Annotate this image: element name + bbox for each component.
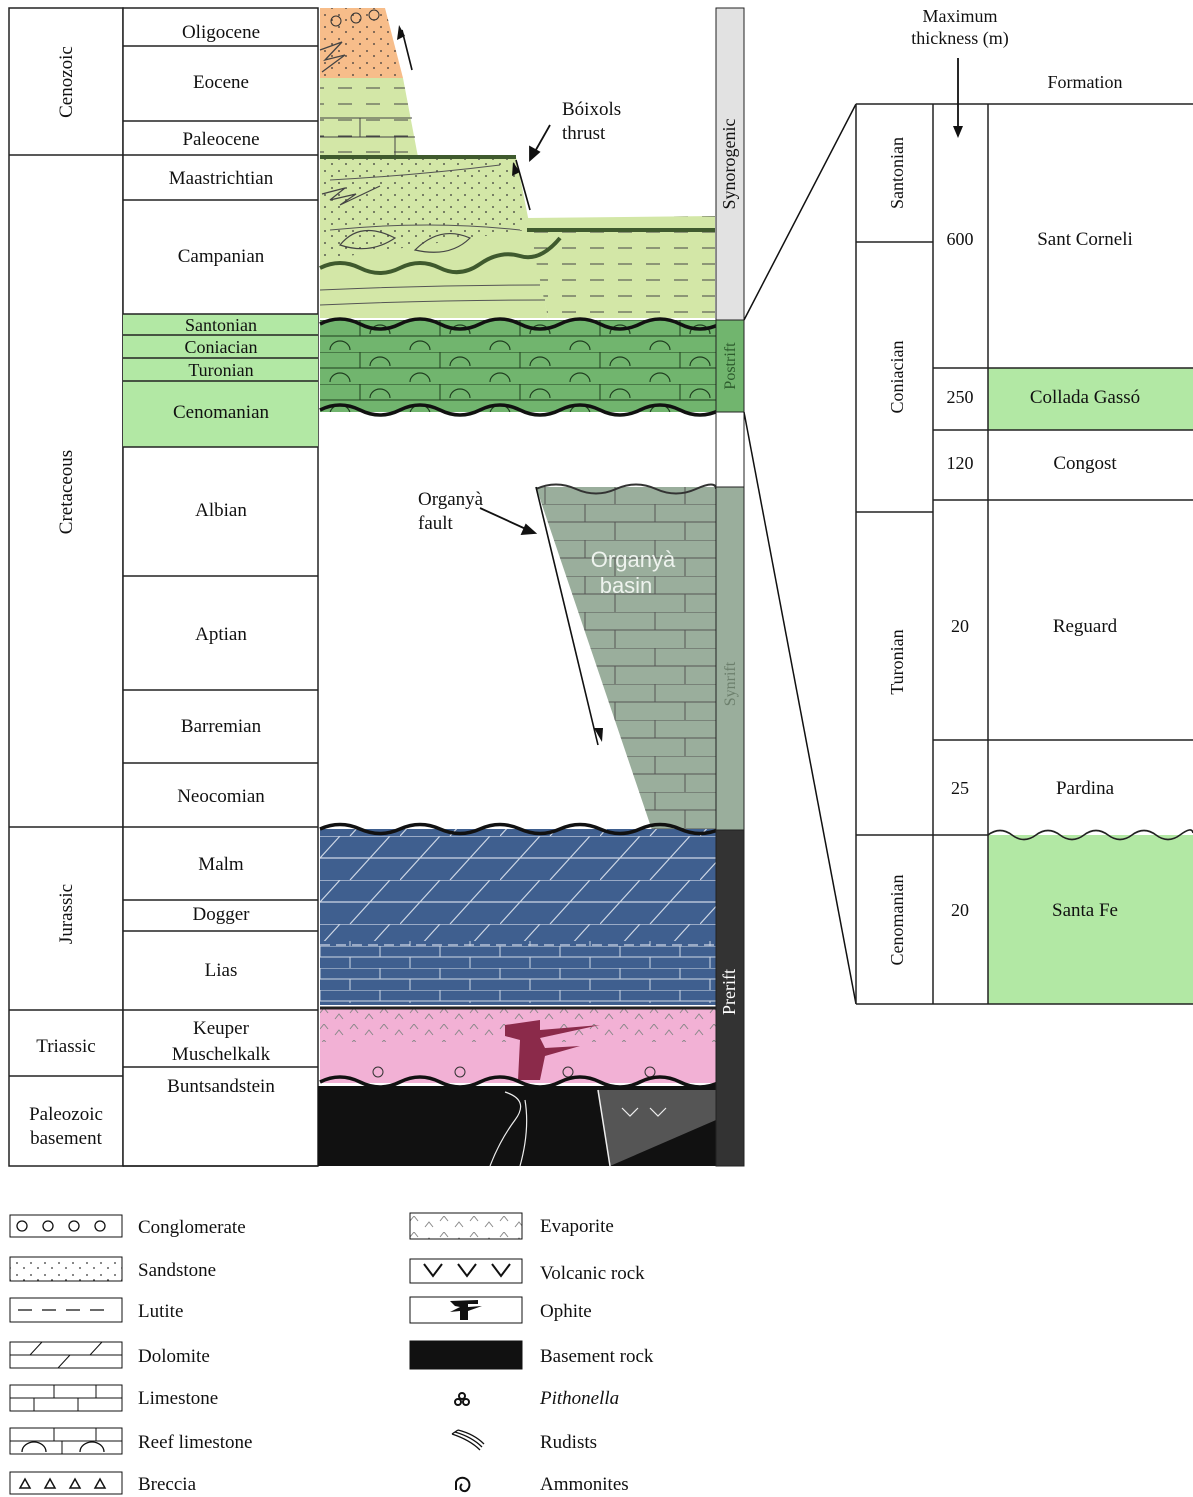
legend-label: Dolomite [138,1346,210,1367]
triassic-unit [319,1006,721,1089]
stage-label: Albian [195,500,247,521]
jurassic-unit [319,822,721,1005]
stage-label: Cenomanian [173,402,270,423]
legend-ophite-swatch [409,1296,523,1324]
annotation-arrows [479,124,551,536]
ammonites-icon [455,1476,471,1493]
stage-label: Maastrichtian [169,168,274,189]
formation-name: Santa Fe [1052,900,1118,921]
cenozoic-conglomerate-unit [319,8,403,78]
detail-stage-label: Santonian [887,137,907,209]
formation-name: Reguard [1053,616,1118,637]
detail-stage-label: Turonian [887,629,907,694]
era-label-jurassic: Jurassic [56,884,77,944]
stage-label: Lias [205,960,238,981]
legend-reef-limestone-swatch [9,1427,123,1455]
legend-label: Rudists [540,1432,597,1453]
legend-breccia-swatch [9,1471,123,1495]
phase-postrift: Postrift [722,342,739,390]
legend-label: Basement rock [540,1346,654,1367]
legend-label: Sandstone [138,1260,216,1281]
detail-stage-label: Coniacian [887,341,907,414]
stage-label: Oligocene [182,22,260,43]
legend-label: Ammonites [540,1474,629,1495]
stage-label: Turonian [188,360,253,380]
legend-evaporite-swatch [409,1212,523,1240]
legend-limestone-swatch [9,1384,123,1412]
era-column: Cenozoic Cretaceous Jurassic Triassic Pa… [8,7,124,1167]
pithonella-icon [454,1392,470,1406]
stage-label: Santonian [185,315,257,335]
rudists-icon [451,1429,485,1451]
legend-dolomite-swatch [9,1341,123,1369]
legend-label: Reef limestone [138,1432,253,1453]
legend-label: Limestone [138,1388,218,1409]
era-label-triassic: Triassic [36,1036,95,1057]
legend-conglomerate-swatch [9,1214,123,1238]
stage-label: Campanian [178,246,265,267]
stage-label: Dogger [193,904,251,925]
thickness-value: 20 [951,900,969,920]
stage-label: Keuper [193,1018,250,1039]
legend-sandstone-swatch [9,1256,123,1282]
formation-name: Pardina [1056,778,1115,799]
legend-lutite-swatch [9,1297,123,1323]
stage-label: Aptian [195,624,247,645]
thickness-value: 600 [947,229,974,249]
upper-cretaceous-synorogenic-unit [319,155,715,318]
stage-label: Barremian [181,716,262,737]
legend-basement-rock-swatch [409,1340,523,1370]
thickness-value: 250 [947,387,974,407]
era-label-cretaceous: Cretaceous [56,450,77,534]
detail-connectors [743,103,857,1005]
legend-label: Breccia [138,1474,197,1495]
stage-label: Malm [198,854,244,875]
era-label-cenozoic: Cenozoic [56,46,77,118]
formation-name: Sant Corneli [1037,229,1133,250]
basement-unit [318,1086,716,1167]
fault-arrows [397,25,603,742]
stage-label: Paleocene [182,129,259,150]
synorogenic-lutite-unit [320,78,418,157]
formation-name: Collada Gassó [1030,387,1140,408]
phase-prerift: Prerift [719,969,739,1015]
stage-label: Buntsandstein [167,1076,275,1097]
stage-label: Neocomian [177,786,265,807]
legend-label: Ophite [540,1301,592,1322]
phase-synrift: Synrift [722,661,739,706]
stage-label: Coniacian [185,337,258,357]
legend-label: Lutite [138,1301,183,1322]
postrift-unit [319,317,721,417]
legend-label: Evaporite [540,1216,614,1237]
formation-name: Congost [1053,453,1117,474]
legend-volcanic-rock-swatch [409,1258,523,1284]
stage-label: Muschelkalk [172,1044,271,1065]
detail-stage-label: Cenomanian [887,875,907,966]
thickness-value: 25 [951,778,969,798]
legend-label: Conglomerate [138,1217,246,1238]
stage-label: Eocene [193,72,249,93]
stage-column: OligoceneEocenePaleoceneMaastrichtianCam… [122,7,319,1167]
thickness-value: 20 [951,616,969,636]
thickness-value: 120 [947,453,974,473]
legend: ConglomerateSandstoneLutiteDolomiteLimes… [9,1212,654,1495]
formation-header: Formation [1048,72,1123,92]
phase-bars: Synorogenic Postrift Synrift Prerift [715,7,745,1167]
legend-label: Volcanic rock [540,1263,645,1284]
legend-label: Pithonella [539,1388,619,1409]
phase-synorogenic: Synorogenic [719,118,739,209]
